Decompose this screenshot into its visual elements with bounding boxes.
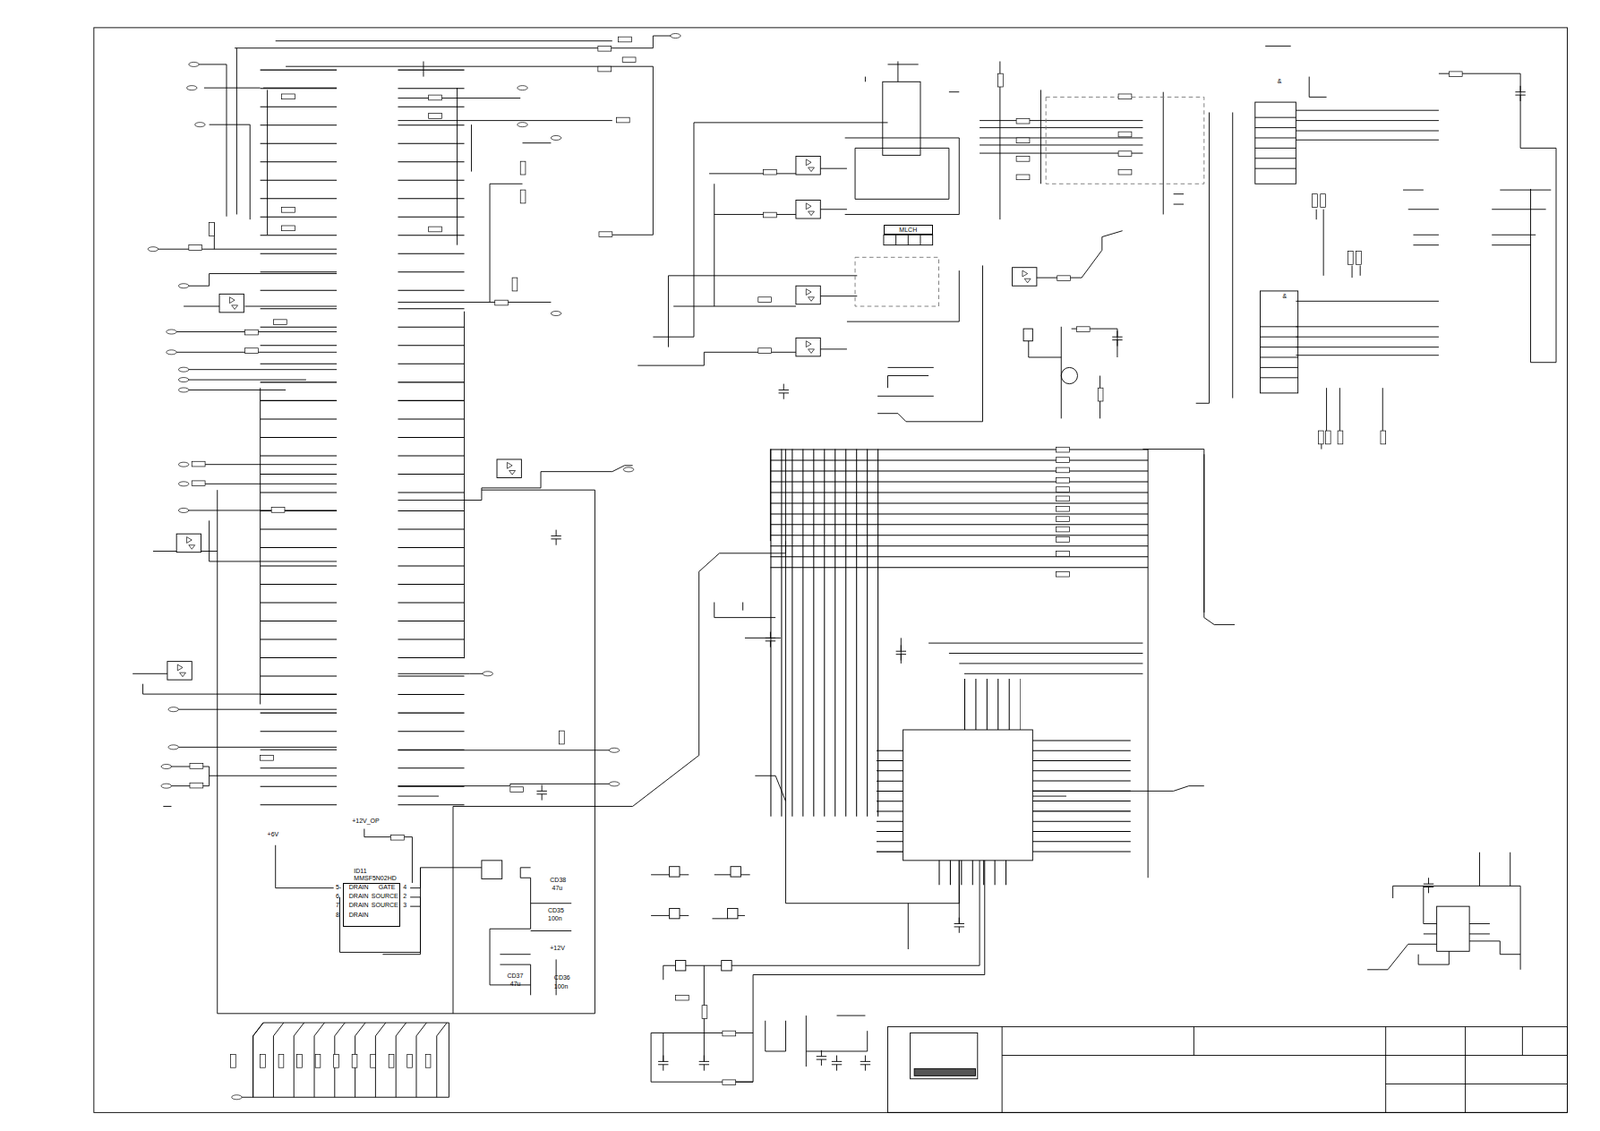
supply-label: +6V (267, 830, 280, 838)
component-box: MLCH (883, 224, 933, 235)
part-number: MMSF5N02HD (353, 874, 396, 882)
gate-symbol: & (1277, 77, 1283, 85)
pin-number: 6 (335, 892, 340, 899)
component-label: CD38 (549, 876, 566, 883)
pin-name: DRAIN (349, 892, 369, 899)
component-value: 100n (547, 915, 563, 922)
supply-label: +12V (549, 944, 565, 951)
pin-number: 5 (335, 883, 340, 890)
pin-number: 3 (402, 901, 407, 908)
component-value: 100n (554, 983, 569, 990)
pin-number: 8 (335, 911, 340, 918)
pin-name: DRAIN (349, 911, 369, 918)
pin-name: GATE (378, 883, 396, 890)
pin-name: SOURCE (371, 892, 399, 899)
pin-name: DRAIN (349, 883, 369, 890)
component-label: CD37 (506, 972, 523, 979)
pin-number: 2 (402, 892, 407, 899)
pin-number: 4 (402, 883, 407, 890)
part-designator: MLCH (898, 226, 917, 233)
part-designator: ID11 (353, 867, 367, 874)
component-label: CD35 (547, 906, 565, 914)
gate-symbol: & (1283, 292, 1288, 300)
supply-label: +12V_OP (351, 817, 380, 824)
component-value: 47u (510, 980, 522, 987)
pin-name: DRAIN (349, 901, 369, 908)
pin-name: SOURCE (371, 901, 399, 908)
pin-number: 7 (335, 901, 340, 908)
component-value: 47u (552, 884, 564, 891)
component-label: CD36 (554, 974, 571, 981)
